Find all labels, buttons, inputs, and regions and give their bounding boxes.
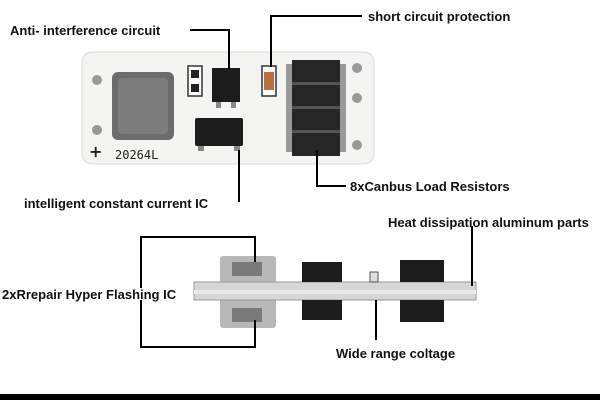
screw-right-mid <box>352 93 362 103</box>
short-circuit-line-v <box>270 15 272 67</box>
plus-sign: + <box>89 142 102 161</box>
short-circuit-line <box>270 15 362 17</box>
anti-interference-chip <box>212 68 240 102</box>
side-chip-3 <box>302 300 342 320</box>
screw-left-top <box>92 75 102 85</box>
side-chip-1 <box>302 262 342 282</box>
intelligent-ic-line-v <box>238 150 240 202</box>
anti-interference-line <box>190 29 230 31</box>
silkscreen-code: 20264L <box>115 148 158 162</box>
label-wide-range: Wide range coltage <box>336 346 456 361</box>
repair-line-bot-v <box>254 320 256 348</box>
repair-line-left-v <box>140 236 142 288</box>
repair-line-bot-h <box>140 346 256 348</box>
label-heat-dissipation: Heat dissipation aluminum parts <box>388 215 589 230</box>
canbus-line-v <box>316 150 318 187</box>
label-short-circuit: short circuit protection <box>368 9 511 24</box>
label-intelligent-ic: intelligent constant current IC <box>24 196 209 211</box>
screw-left-bottom <box>92 125 102 135</box>
side-chip-2 <box>400 260 444 282</box>
wide-range-line-v <box>375 300 377 340</box>
repair-line-top-v <box>254 236 256 262</box>
constant-current-ic <box>195 118 243 146</box>
label-repair-flashing: 2xRrepair Hyper Flashing IC <box>2 287 177 302</box>
repair-line-left-v2 <box>140 300 142 348</box>
repair-line-top-h <box>140 236 256 238</box>
inductor-top <box>118 78 168 134</box>
canbus-line-h <box>316 185 346 187</box>
side-chip-4 <box>400 300 444 322</box>
side-resistor <box>369 271 379 283</box>
heat-line-v <box>471 226 473 286</box>
anti-interference-line-v <box>228 29 230 69</box>
screw-right-bottom <box>352 140 362 150</box>
bottom-divider <box>0 394 600 400</box>
label-anti-interference: Anti- interference circuit <box>10 23 161 38</box>
screw-right-top <box>352 63 362 73</box>
label-canbus-resistors: 8xCanbus Load Resistors <box>350 179 510 194</box>
